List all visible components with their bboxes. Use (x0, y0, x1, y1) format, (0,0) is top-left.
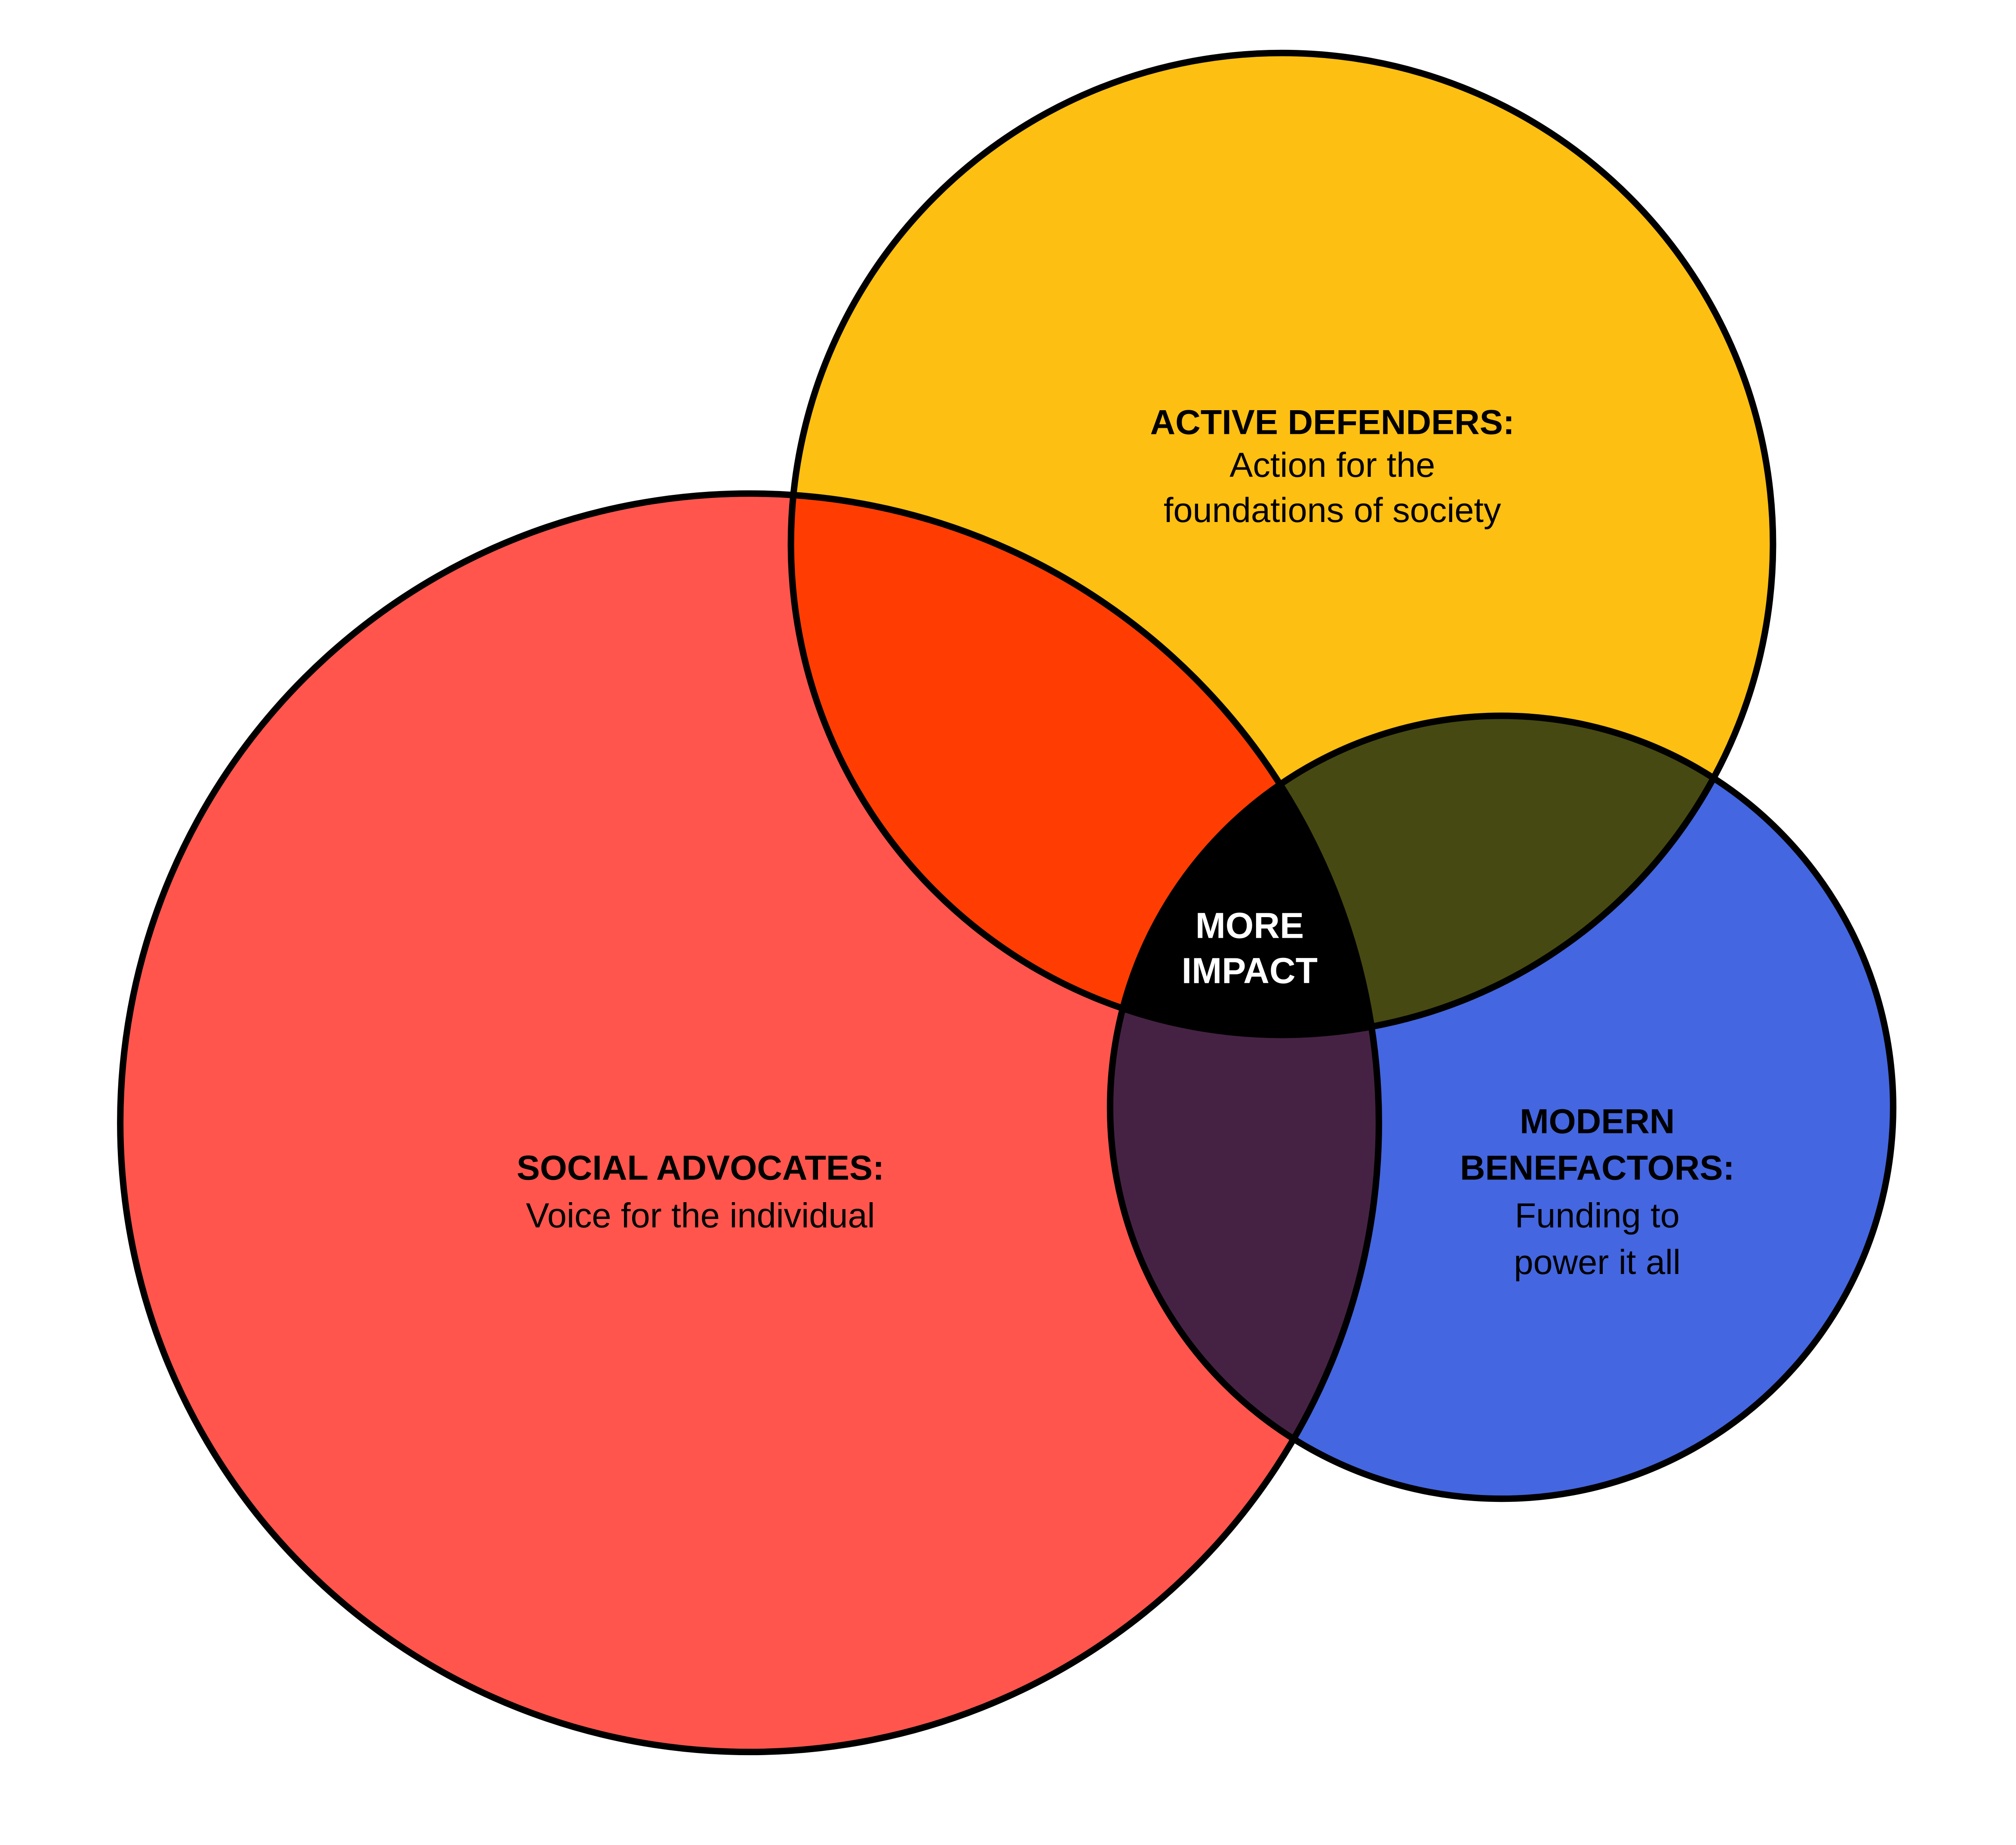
modern-benefactors-line-1: Funding to (1515, 1197, 1680, 1235)
outline-modern (1106, 712, 1896, 1502)
active-defenders-line-2: foundations of society (1164, 491, 1501, 530)
outline-social (117, 490, 1382, 1756)
modern-benefactors-title-2: BENEFACTORS: (1460, 1148, 1735, 1187)
overlap-all (1110, 715, 1379, 1035)
active-defenders-title: ACTIVE DEFENDERS: (1150, 403, 1515, 442)
social-advocates-title: SOCIAL ADVOCATES: (516, 1148, 884, 1187)
outline-active (787, 49, 1776, 1038)
center-label-line-2: IMPACT (1182, 951, 1318, 991)
center-label-line-1: MORE (1195, 906, 1304, 946)
active-defenders-line-1: Action for the (1229, 446, 1435, 485)
modern-benefactors-title-1: MODERN (1520, 1102, 1675, 1141)
social-advocates-line-1: Voice for the individual (526, 1197, 875, 1235)
modern-benefactors-line-2: power it all (1514, 1243, 1681, 1282)
